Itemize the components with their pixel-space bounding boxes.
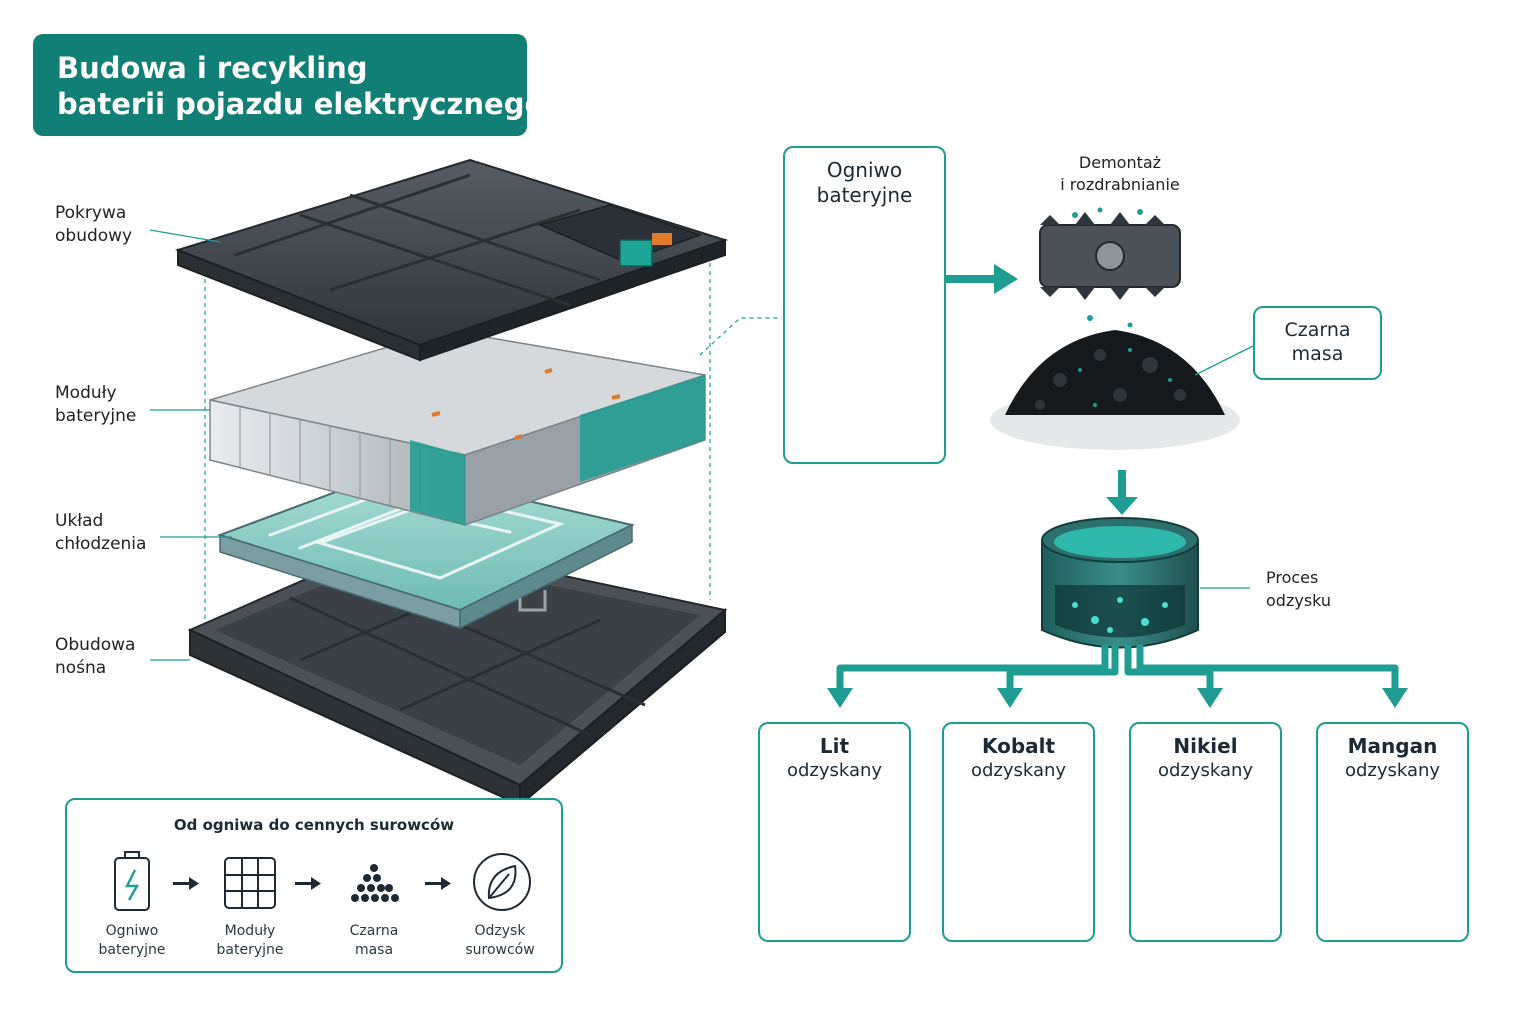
title-banner: Budowa i recykling baterii pojazdu elekt… (33, 34, 545, 136)
material-card-kobalt: Kobalt odzyskany (942, 722, 1095, 942)
cell-card: Ogniwo bateryjne (783, 146, 946, 464)
pile-icon (351, 864, 399, 902)
recovery-tank (1041, 517, 1250, 649)
arrow-to-tank (1106, 470, 1138, 515)
material-name: Mangan (1347, 734, 1438, 758)
material-name: Lit (819, 734, 850, 758)
battery-icon (114, 851, 150, 911)
title-line-1: Budowa i recykling (57, 51, 368, 85)
flow-arrow-icon (173, 877, 451, 890)
base-housing (187, 538, 728, 808)
dashed-guides (204, 255, 782, 630)
flow-title: Od ogniwa do cennych surowców (173, 816, 455, 834)
flow-icons (114, 851, 531, 911)
branch-arrow-heads (827, 688, 1408, 708)
material-status: odzyskany (1157, 760, 1254, 781)
shredder-icon (1039, 207, 1181, 328)
battery-modules (209, 329, 706, 527)
module-icon (224, 857, 276, 909)
black-mass-line-2: masa (1291, 343, 1344, 365)
material-card-lit: Lit odzyskany (758, 722, 911, 942)
arrow-to-shredder (946, 264, 1018, 294)
flow-summary-box: Od ogniwa do cennych surowców (65, 798, 563, 973)
black-mass-line-1: Czarna (1284, 319, 1351, 341)
material-status: odzyskany (970, 760, 1067, 781)
cell-card-line-2: bateryjne (816, 183, 913, 207)
material-name: Nikiel (1173, 734, 1238, 758)
housing-lid (174, 158, 729, 362)
material-card-nikiel: Nikiel odzyskany (1129, 722, 1282, 942)
material-status: odzyskany (786, 760, 883, 781)
branch-arrows (836, 645, 1399, 690)
material-status: odzyskany (1344, 760, 1441, 781)
material-name: Kobalt (981, 734, 1056, 758)
leaf-icon (473, 853, 531, 911)
title-line-2: baterii pojazdu elektrycznego (57, 87, 545, 121)
black-mass-card: Czarna masa (1253, 306, 1382, 380)
left-leader-lines (149, 229, 232, 661)
material-card-mangan: Mangan odzyskany (1316, 722, 1469, 942)
cell-card-line-1: Ogniwo (826, 158, 903, 182)
black-mass-pile (990, 330, 1256, 450)
